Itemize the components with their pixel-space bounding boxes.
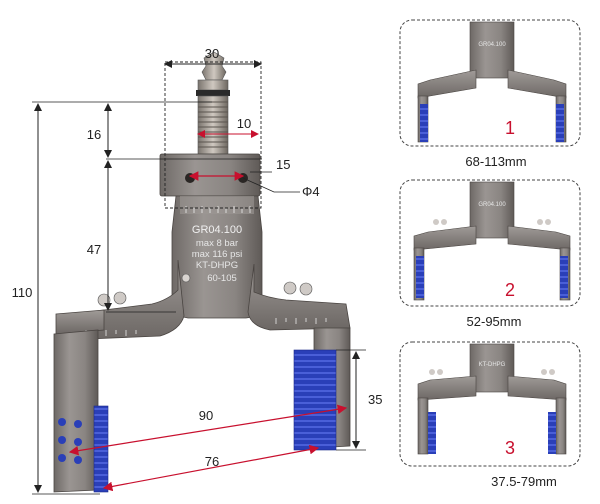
svg-text:15: 15	[276, 157, 290, 172]
left-jaw-pad	[93, 405, 109, 493]
svg-text:GR04.100: GR04.100	[478, 202, 506, 208]
svg-text:GR04.100: GR04.100	[478, 42, 506, 48]
dim-port-diameter: Φ4	[242, 177, 320, 199]
config-panel-2: GR04.100 2 52-95mm	[399, 179, 581, 329]
dim-body-height: 47	[87, 160, 176, 313]
body-screw	[181, 273, 191, 283]
right-arm-screws	[283, 281, 313, 296]
engraving-pressure-bar: max 8 bar	[196, 238, 238, 249]
svg-text:76: 76	[205, 454, 219, 469]
dim-inner-width: 76	[102, 444, 320, 492]
config-2-range: 52-95mm	[467, 314, 522, 329]
svg-text:90: 90	[199, 408, 213, 423]
dim-total-height: 110	[12, 101, 212, 495]
main-gripper: GR04.100 max 8 bar max 116 psi KT-DHPG 6…	[53, 51, 351, 493]
dim-outer-width: 90	[68, 404, 348, 456]
config-1-number: 1	[505, 118, 515, 138]
svg-text:30: 30	[205, 46, 219, 61]
config-3-number: 3	[505, 438, 515, 458]
svg-text:Φ4: Φ4	[302, 184, 320, 199]
air-fitting	[196, 51, 230, 155]
right-arm	[247, 263, 351, 451]
svg-text:35: 35	[368, 392, 382, 407]
gripper-body: GR04.100 max 8 bar max 116 psi KT-DHPG 6…	[171, 195, 263, 319]
config-2-gripper: GR04.100	[413, 181, 571, 301]
dim-width-top: 30	[164, 46, 262, 209]
svg-text:47: 47	[87, 242, 101, 257]
right-arm-scale	[275, 318, 327, 324]
config-panel-3: KT-DHPG 3 37.5-79mm	[399, 341, 581, 489]
config-1-range: 68-113mm	[465, 154, 526, 169]
engraving-pressure-psi: max 116 psi	[192, 249, 243, 260]
engraving-brand: KT-DHPG	[196, 260, 238, 271]
dimension-lines: 30 110 16 10 15 Φ4	[12, 46, 382, 495]
threaded-stem	[197, 95, 229, 155]
config-1-gripper: GR04.100	[417, 21, 567, 143]
svg-text:16: 16	[87, 127, 101, 142]
right-jaw-pad	[293, 349, 337, 451]
config-3-range: 37.5-79mm	[491, 474, 557, 489]
config-2-number: 2	[505, 280, 515, 300]
air-port-left	[185, 173, 195, 183]
engraving-range-code: 60-105	[207, 273, 237, 284]
dim-fitting-diameter: 10	[197, 116, 259, 138]
dim-port-spacing: 15	[188, 157, 290, 181]
left-arm-screws	[97, 291, 127, 307]
dim-fitting-height: 16	[87, 103, 262, 160]
top-block	[159, 153, 261, 197]
engraving-model: GR04.100	[192, 224, 242, 236]
svg-text:10: 10	[237, 116, 251, 131]
left-arm	[53, 259, 185, 493]
config-panel-1: GR04.100 1 68-113mm	[399, 19, 581, 169]
body-scale-ticks	[185, 206, 251, 213]
svg-text:110: 110	[12, 285, 33, 300]
svg-text:KT-DHPG: KT-DHPG	[479, 362, 506, 368]
config-3-gripper: KT-DHPG	[417, 343, 567, 455]
